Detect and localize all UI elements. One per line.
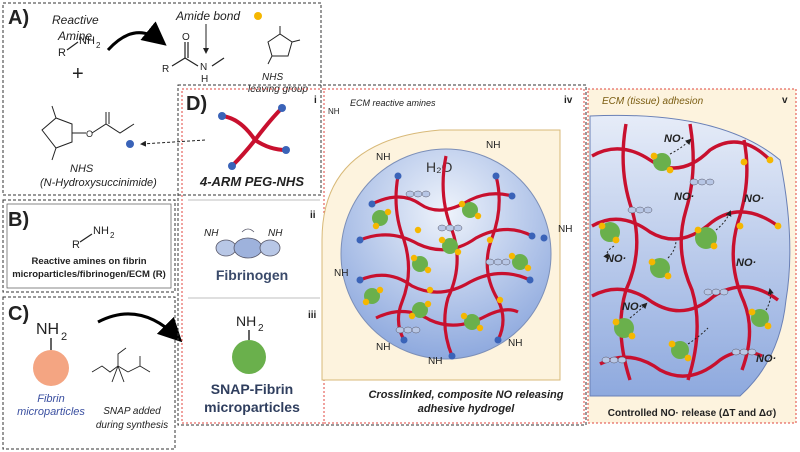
- snap-fibrin-nh: NH: [236, 313, 256, 329]
- ecm-nh-5: NH: [376, 342, 390, 353]
- sub-i: i: [314, 95, 317, 106]
- snap-fibrin-nh-sub: 2: [258, 323, 264, 334]
- nhs-leaving-group-structure: [267, 26, 301, 65]
- panel-b-letter: B): [8, 209, 29, 231]
- ecm-amines-nh: NH: [328, 107, 340, 116]
- amide-n: N: [200, 62, 207, 73]
- panel-v: v ECM (tissue) adhesion: [587, 88, 797, 424]
- tissue-fibrinogen: [601, 178, 757, 364]
- no-label-1: NO·: [664, 133, 684, 145]
- panel-c-nh: NH: [36, 321, 59, 338]
- ecm-nh-1: NH: [376, 152, 390, 163]
- sub-iv: iv: [564, 95, 573, 106]
- nhs-leaving-label-1: NHS: [262, 72, 283, 83]
- fibrinogen-nh-right: NH: [268, 228, 283, 239]
- panel-b: B) R NH 2 Reactive amines on fibrin micr…: [2, 199, 176, 293]
- snap-arrow: [97, 312, 183, 343]
- no-label-7: NO·: [756, 353, 776, 365]
- h2o-label: H₂O: [426, 159, 453, 175]
- nhs-full-label: (N-Hydroxysuccinimide): [40, 177, 157, 189]
- no-label-3: NO·: [744, 193, 764, 205]
- sub-iii: iii: [308, 310, 317, 321]
- hydrogel-network: [359, 155, 533, 357]
- panel-b-inner: [6, 203, 172, 289]
- snap-fibrin-particle: [232, 340, 266, 374]
- fibrinogen-nh-left: NH: [204, 228, 219, 239]
- panel-c-letter: C): [8, 303, 29, 325]
- tissue-amide-dots: [598, 152, 782, 362]
- nhs-release-arrow: [140, 139, 206, 147]
- fibrinogen-label: Fibrinogen: [216, 267, 288, 283]
- nhs-ester-structure: [41, 105, 135, 161]
- panel-d-letter: D): [186, 93, 207, 115]
- panel-b-line1: Reactive amines on fibrin: [31, 256, 146, 267]
- amide-r: R: [162, 64, 169, 75]
- snap-label-2: during synthesis: [96, 420, 168, 431]
- amine-nh: NH: [79, 35, 95, 47]
- fibrin-microparticle: [33, 350, 69, 386]
- ecm-nh-6: NH: [428, 356, 442, 367]
- panel-b-line2: microparticles/fibrinogen/ECM (R): [12, 269, 166, 280]
- hydrogel-amide-dots: [362, 200, 532, 332]
- controlled-release-label: Controlled NO· release (ΔT and Δσ): [608, 408, 776, 419]
- reaction-arrow: [106, 21, 167, 52]
- panel-a: A) Reactive Amine R NH 2 + Amide bond R …: [2, 2, 322, 196]
- no-label-2: NO·: [674, 191, 694, 203]
- tissue-region: [589, 114, 791, 397]
- no-label-4: NO·: [606, 253, 626, 265]
- panel-c-border: [2, 296, 176, 450]
- panel-b-nh: NH: [93, 225, 109, 237]
- snap-structure: [91, 347, 151, 383]
- panel-d-border: [177, 84, 587, 426]
- panel-a-border: [2, 2, 322, 196]
- hydrogel-nhs-ends: [356, 172, 548, 360]
- panel-c: C) NH 2 Fibrin microparticles SNAP added…: [2, 296, 183, 450]
- amide-bond-label: Amide bond: [175, 9, 240, 23]
- hydrogel-label-2: adhesive hydrogel: [418, 403, 516, 415]
- fibrinogen-molecule: [215, 228, 281, 259]
- snap-label-1: SNAP added: [103, 406, 161, 417]
- no-release-arrows: [603, 138, 774, 345]
- fibrin-label-2: microparticles: [17, 406, 85, 418]
- amine-nh-sub: 2: [96, 41, 101, 50]
- panel-b-r: R: [72, 239, 80, 251]
- peg-4arm: [218, 104, 290, 170]
- ecm-nh-7: NH: [508, 338, 522, 349]
- amide-bond-dot: [254, 12, 262, 20]
- ecm-adhesion-label: ECM (tissue) adhesion: [602, 96, 704, 107]
- amine-label: Amine: [57, 29, 92, 43]
- no-label-5: NO·: [736, 257, 756, 269]
- panel-b-border: [2, 199, 176, 293]
- snap-fibrin-label-1: SNAP-Fibrin: [211, 381, 293, 397]
- panel-a-letter: A): [8, 7, 29, 29]
- sub-v: v: [782, 95, 788, 106]
- hydrogel-fibrinogen: [395, 190, 511, 334]
- hydrogel-label-1: Crosslinked, composite NO releasing: [368, 389, 563, 401]
- amide-structure: [171, 42, 225, 67]
- plus-sign: +: [72, 63, 84, 85]
- ecm-nh-4: NH: [334, 268, 348, 279]
- sub-ii: ii: [310, 210, 316, 221]
- amide-o: O: [182, 32, 190, 43]
- ecm-nh-3: NH: [558, 224, 572, 235]
- panel-b-bond: [79, 233, 93, 243]
- ecm-nh-2: NH: [486, 140, 500, 151]
- ecm-amines-label: ECM reactive amines: [350, 98, 436, 108]
- panel-c-nh-sub: 2: [61, 331, 67, 343]
- nhs-ester-o: O: [86, 129, 93, 139]
- amine-bond: [66, 41, 79, 51]
- panel-b-nh-sub: 2: [110, 231, 115, 240]
- hydrogel-snap-particles: [364, 202, 528, 330]
- nhs-blue-dot: [126, 140, 134, 148]
- panel-iv: iv ECM reactive amines NH H₂O: [321, 88, 585, 424]
- reactive-label: Reactive: [52, 13, 99, 27]
- amine-r: R: [58, 47, 66, 59]
- fibrin-label-1: Fibrin: [37, 393, 65, 405]
- snap-fibrin-label-2: microparticles: [204, 399, 300, 415]
- nhs-label: NHS: [70, 163, 94, 175]
- amide-h: H: [201, 74, 208, 85]
- no-label-6: NO·: [622, 301, 642, 313]
- peg-label: 4-ARM PEG-NHS: [199, 174, 304, 189]
